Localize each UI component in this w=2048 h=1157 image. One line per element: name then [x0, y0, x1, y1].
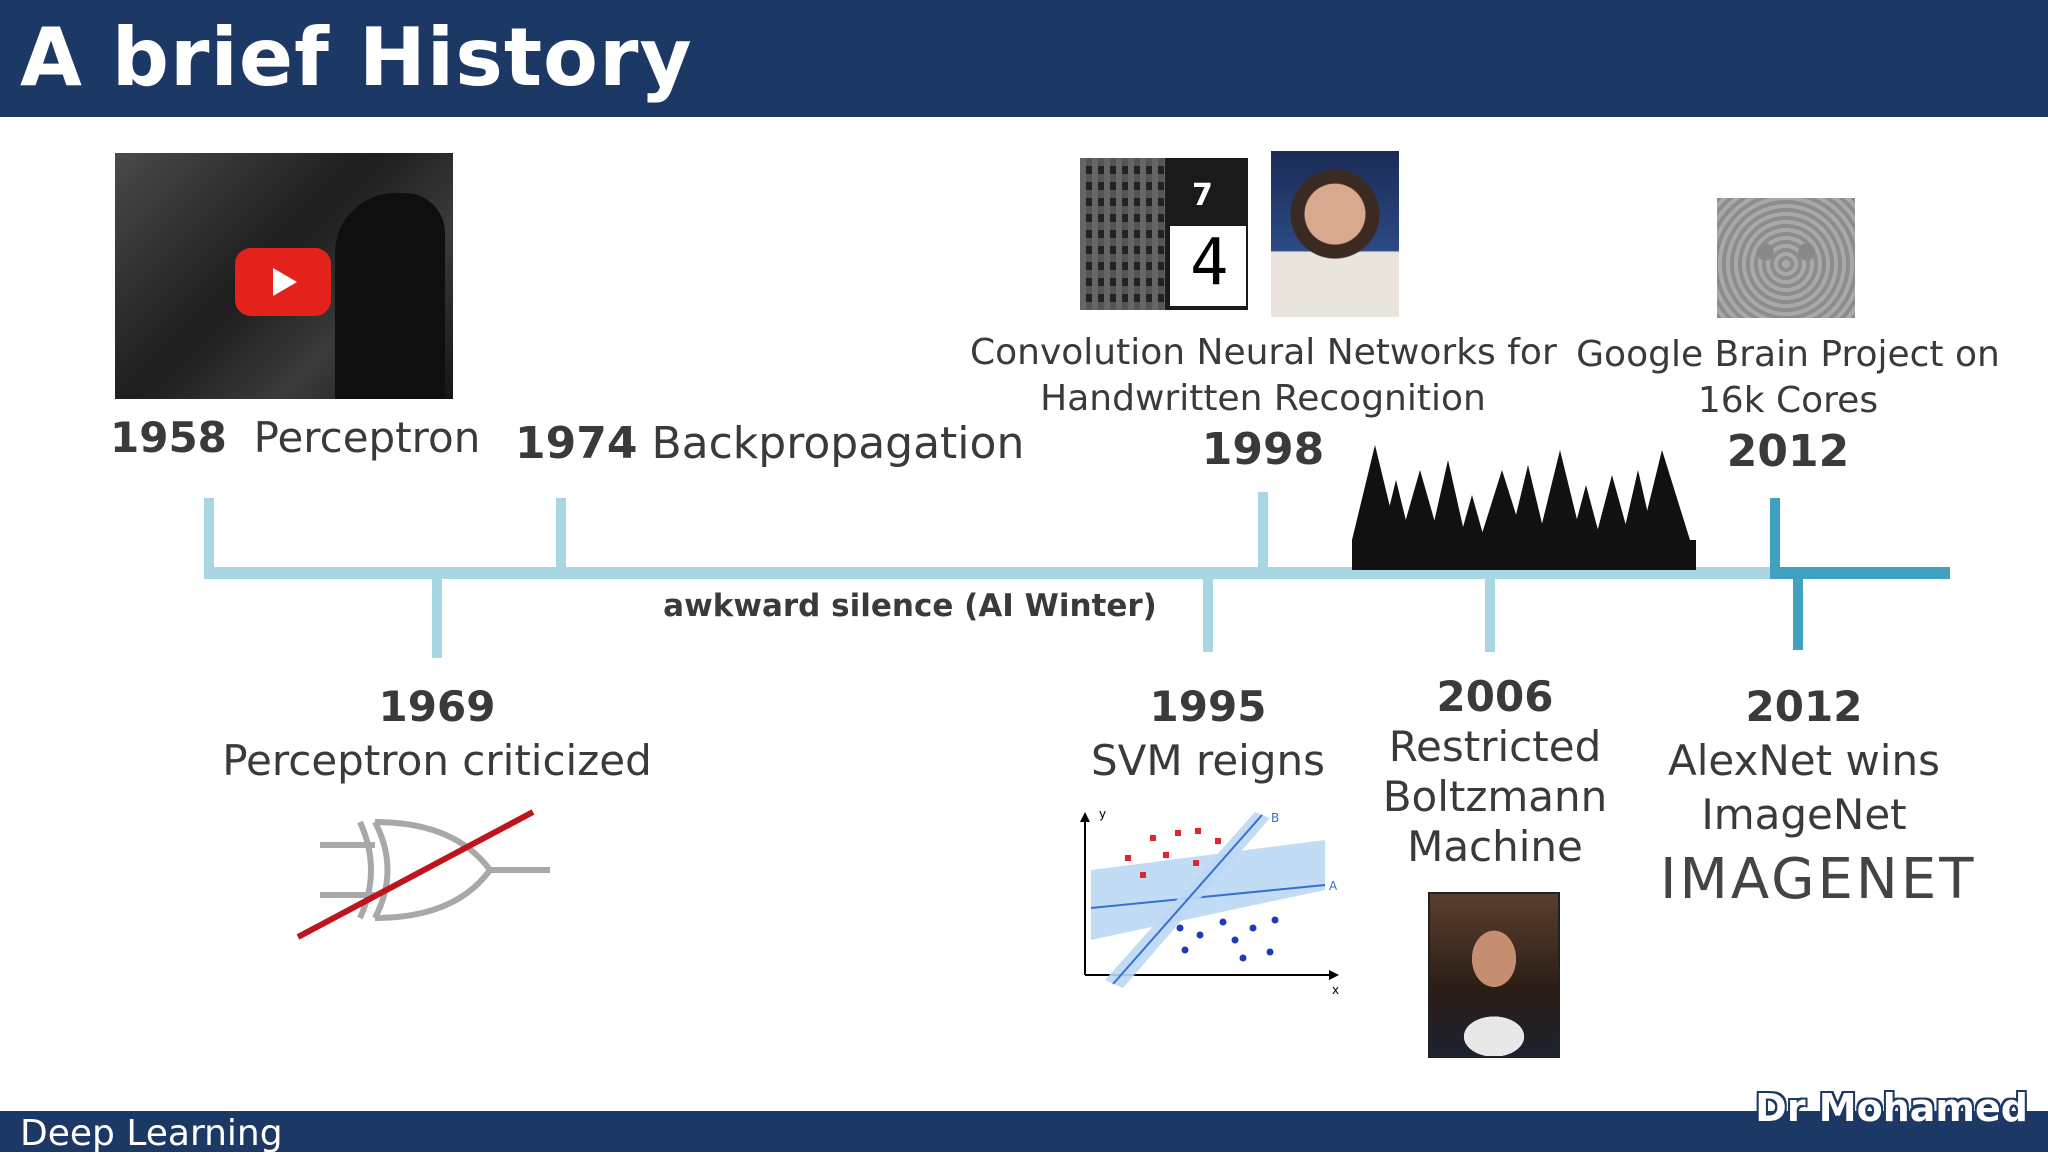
researcher-portrait-hinton: [1428, 892, 1560, 1058]
event-year: 1998: [1201, 424, 1325, 475]
event-2012-google-brain: Google Brain Project on 16k Cores 2012: [1575, 332, 2001, 480]
youtube-play-icon[interactable]: [235, 248, 331, 316]
event-label-line2: ImageNet: [1701, 790, 1907, 839]
class-red-points: [1125, 828, 1221, 878]
event-label: SVM reigns: [1091, 736, 1325, 785]
event-year: 2012: [1726, 426, 1850, 477]
event-year: 1969: [378, 682, 496, 731]
author-name: Dr Mohamed: [1755, 1086, 2028, 1130]
class-blue-points: [1176, 916, 1279, 962]
xor-gate-crossed-icon: [296, 809, 550, 940]
event-year: 2006: [1436, 672, 1554, 721]
event-year: 1958: [110, 413, 227, 462]
event-2006: 2006 Restricted Boltzmann Machine: [1370, 672, 1620, 872]
mnist-digits-image: 7 4: [1080, 158, 1248, 310]
event-year: 1995: [1149, 682, 1267, 731]
event-label-line2: Handwritten Recognition: [1040, 378, 1486, 419]
google-brain-cat-image: [1717, 198, 1855, 318]
event-year: 1974: [515, 418, 638, 469]
event-1998: Convolution Neural Networks for Handwrit…: [970, 330, 1557, 478]
event-label-line2: Boltzmann: [1382, 772, 1608, 821]
event-label: Backpropagation: [651, 418, 1025, 469]
event-1995: 1995 SVM reigns: [1080, 680, 1336, 788]
event-label: Perceptron: [253, 413, 481, 462]
event-1969: 1969 Perceptron criticized: [210, 680, 664, 788]
x-axis-label: x: [1332, 983, 1339, 997]
operator-figure: [335, 193, 445, 399]
line-b-label: B: [1271, 811, 1279, 825]
line-a: [1090, 884, 1326, 909]
footer-bar: [0, 1111, 2048, 1152]
imagenet-logo: IMAGENET: [1660, 847, 1977, 912]
event-label-line1: Google Brain Project on: [1576, 334, 2000, 375]
event-label: Perceptron criticized: [222, 736, 652, 785]
event-year: 2012: [1745, 682, 1863, 731]
ai-winter-label: awkward silence (AI Winter): [663, 588, 1157, 624]
slide-title: A brief History: [20, 11, 693, 104]
perceptron-video-thumbnail[interactable]: [115, 153, 453, 399]
researcher-portrait-lecun: [1271, 151, 1399, 317]
event-label-line1: Restricted: [1388, 722, 1602, 771]
line-a-label: A: [1329, 879, 1338, 893]
line-b: [1112, 814, 1263, 985]
forest-silhouette-icon: [1352, 445, 1696, 570]
event-label-line1: AlexNet wins: [1668, 736, 1940, 785]
event-2012-alexnet: 2012 AlexNet wins ImageNet: [1650, 680, 1958, 842]
svm-plot-diagram: y x A B: [1080, 807, 1339, 997]
event-label-line1: Convolution Neural Networks for: [970, 332, 1557, 373]
event-label-line3: Machine: [1407, 822, 1583, 871]
digit-label: 7: [1192, 178, 1213, 213]
event-1958: 1958 Perceptron: [110, 413, 480, 462]
event-label-line2: 16k Cores: [1697, 380, 1879, 421]
svm-margin: [1091, 840, 1325, 940]
title-bar: [0, 0, 2048, 117]
digit-label: 4: [1190, 226, 1229, 300]
course-name: Deep Learning: [20, 1113, 283, 1154]
y-axis-label: y: [1099, 807, 1106, 821]
event-1974: 1974 Backpropagation: [515, 418, 1024, 469]
